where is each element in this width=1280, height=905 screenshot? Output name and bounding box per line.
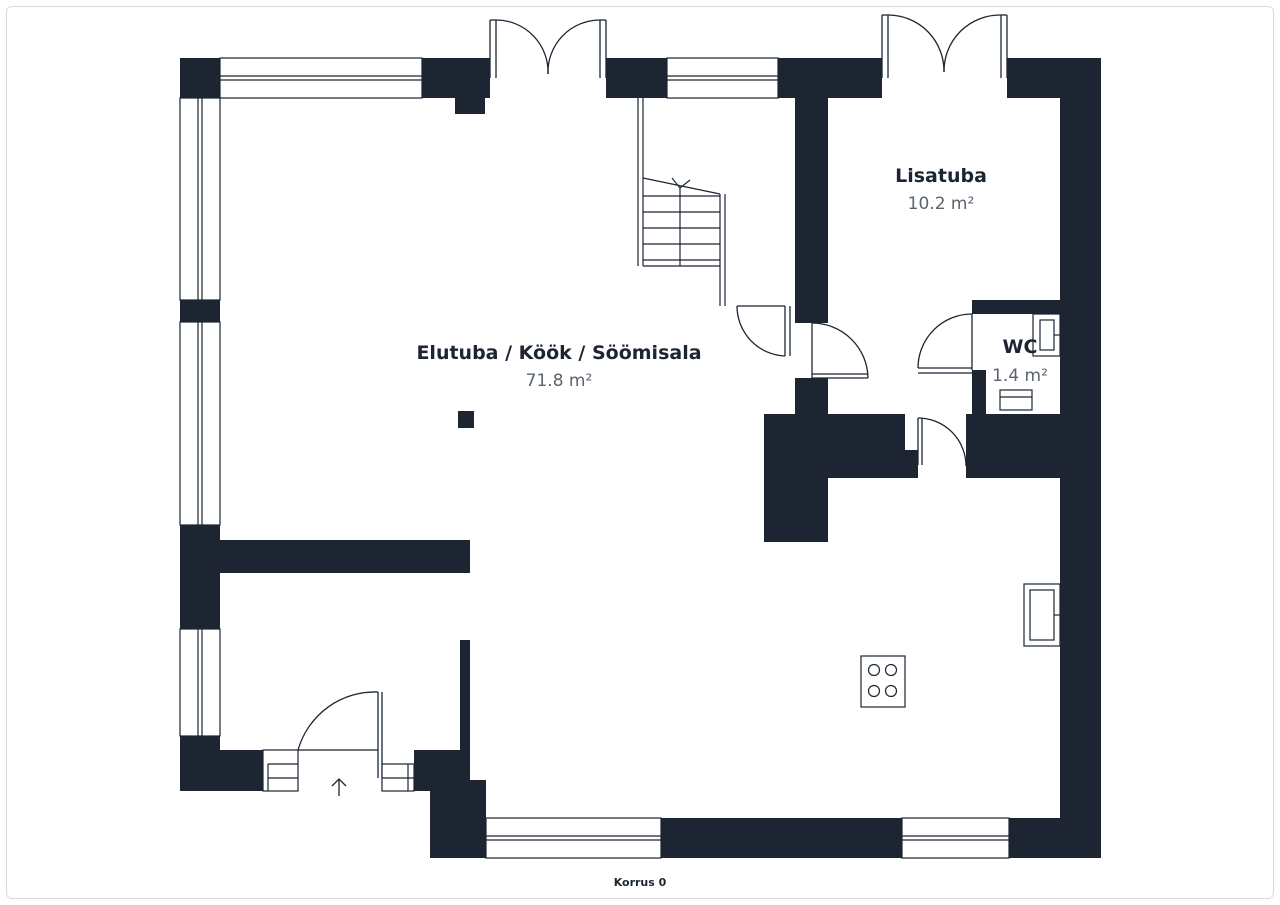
door-wc [917,313,973,374]
entrance-door [297,691,383,778]
window-left-2 [179,321,221,526]
door-lisatuba [811,322,869,379]
wall-interior-horizontal [180,540,470,573]
window-left-3 [179,628,221,737]
room-name-lisatuba: Lisatuba [895,165,987,187]
wall-bottom-left-corner [430,780,486,858]
wall-top-segment-3 [778,58,882,98]
wall-bottom-middle [661,818,902,858]
room-area-wc: 1.4 m² [992,366,1048,386]
room-name-wc: WC [1003,336,1038,358]
wall-lisatuba-left [795,96,828,323]
sink-icon [1023,583,1061,647]
wall-wc-top [972,300,1062,314]
entry-steps [262,749,415,792]
room-area-elutuba: 71.8 m² [526,371,593,391]
wall-bottom-right [1009,818,1101,858]
wall-wc-bottom [966,414,1062,478]
window-bottom-2 [901,817,1010,859]
door-hallway [917,417,967,467]
wall-interior-vertical [460,640,470,790]
entrance-arrow-icon [331,778,347,796]
column [458,411,474,428]
floor-label: Korrus 0 [613,876,667,889]
windows [179,57,1010,859]
wall-top-segment-2 [606,58,667,98]
wall-bottom-left [180,750,263,791]
walls [180,58,1101,858]
wall-right [1060,58,1101,858]
window-top-1 [219,57,423,99]
wall-core-right [895,450,918,478]
double-door-lisatuba [881,14,1008,78]
toilet-icon [999,313,1061,411]
wall-top-stub [455,96,485,114]
room-name-elutuba: Elutuba / Köök / Söömisala [416,342,701,364]
stairs-icon [637,98,726,306]
cooktop-icon [860,655,906,708]
wall-stair-stub [795,378,828,418]
wall-left-pier [180,300,220,322]
window-left-1 [179,97,221,301]
door-storage [736,305,791,357]
window-bottom-1 [485,817,662,859]
wall-top-left-corner [180,58,220,98]
wall-top-segment-1 [422,58,490,98]
window-top-2 [666,57,779,99]
wall-core-horizontal [764,414,905,478]
double-door-top [489,19,607,78]
room-area-lisatuba: 10.2 m² [908,194,975,214]
